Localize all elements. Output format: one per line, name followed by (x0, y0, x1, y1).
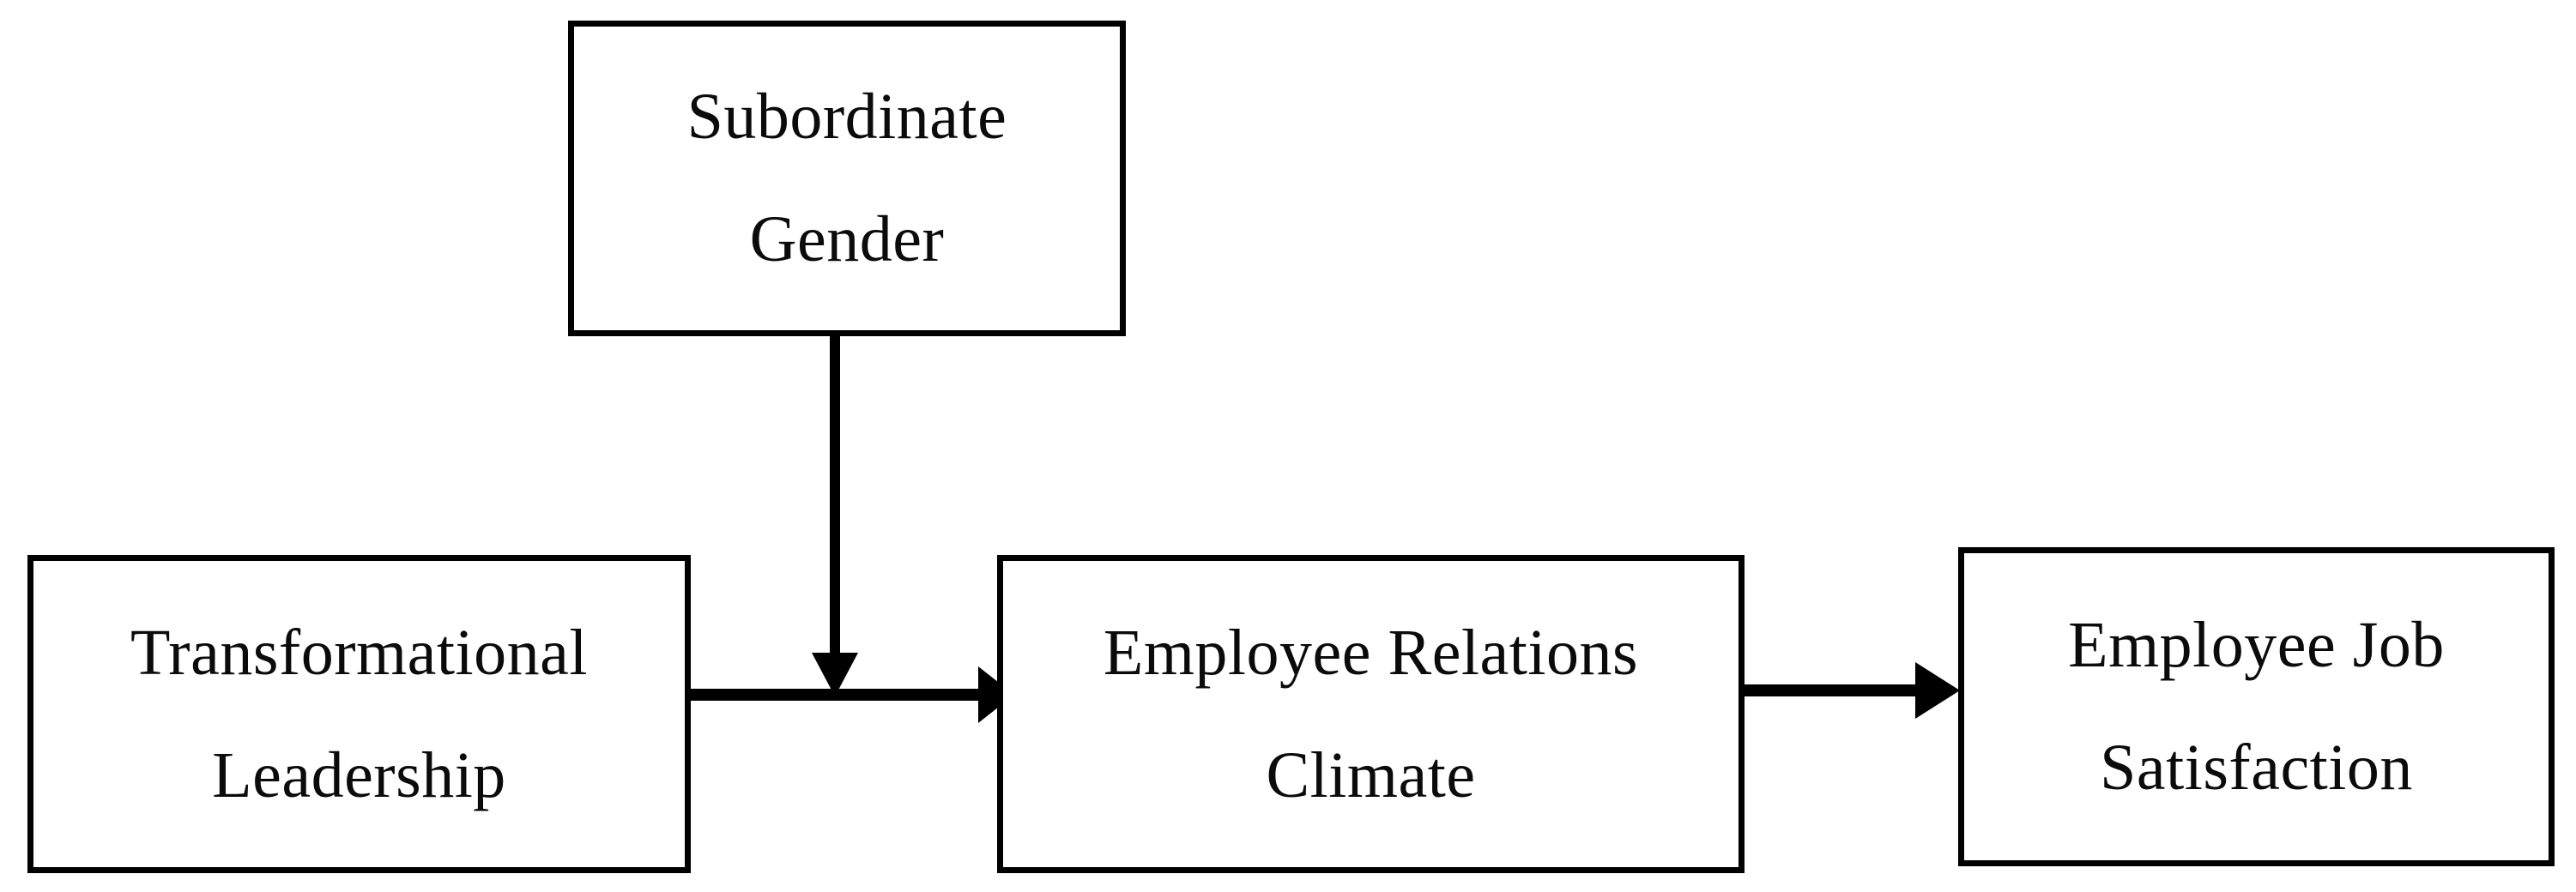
arrow-climate-to-satisfaction-head (1915, 662, 1960, 719)
node-employee-relations-climate-line-2: Climate (1266, 738, 1476, 811)
node-employee-job-satisfaction-line-2: Satisfaction (2100, 732, 2413, 804)
node-employee-job-satisfaction: Employee Job Satisfaction (1958, 547, 2555, 866)
arrow-leadership-to-climate-head (978, 666, 1014, 723)
node-transformational-leadership: Transformational Leadership (27, 555, 691, 873)
arrow-gender-to-path-head (812, 653, 858, 696)
node-subordinate-gender-line-1: Subordinate (686, 81, 1007, 153)
arrow-leadership-to-climate (691, 666, 1014, 723)
node-transformational-leadership-line-1: Transformational (130, 616, 588, 689)
node-employee-relations-climate: Employee Relations Climate (997, 555, 1745, 873)
node-transformational-leadership-line-2: Leadership (212, 738, 506, 811)
node-employee-job-satisfaction-line-1: Employee Job (2068, 609, 2445, 681)
arrow-gender-to-path (812, 336, 858, 696)
node-employee-relations-climate-line-1: Employee Relations (1103, 616, 1639, 689)
node-subordinate-gender-line-2: Gender (749, 203, 945, 275)
node-subordinate-gender: Subordinate Gender (568, 21, 1126, 336)
arrow-climate-to-satisfaction (1745, 662, 1960, 719)
